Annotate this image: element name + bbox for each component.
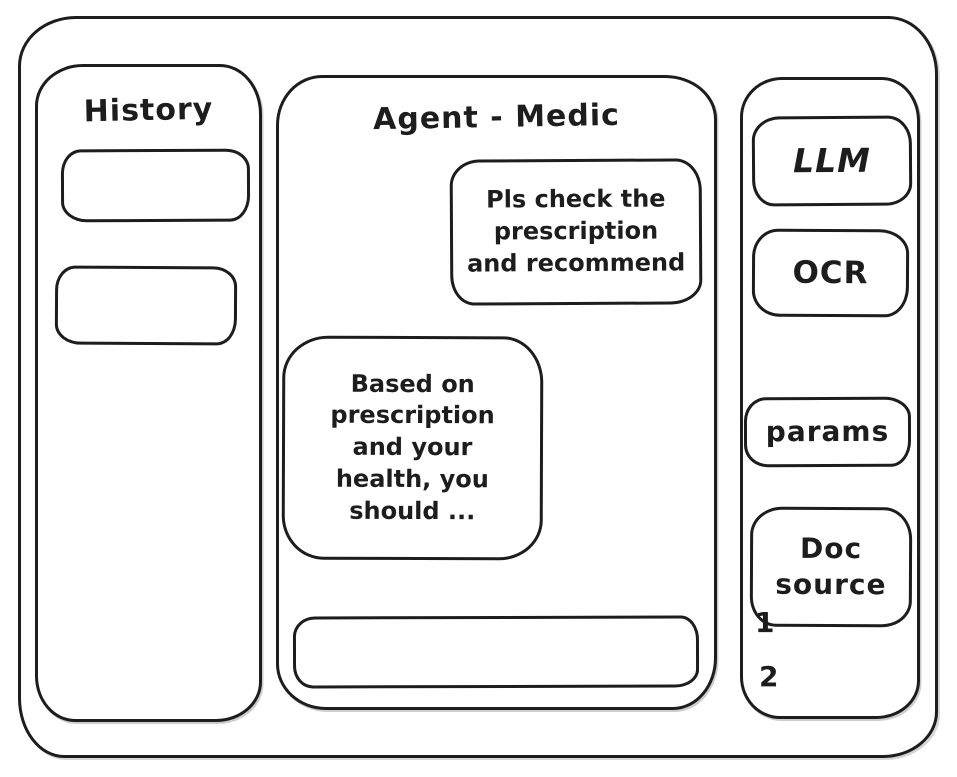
history-title: History [83, 91, 214, 130]
doc-source-item-1[interactable]: 1 [755, 606, 775, 639]
user-message-bubble: Pls check the prescription and recommend [449, 158, 703, 306]
chat-title: Agent - Medic [372, 97, 621, 138]
history-sidebar: History [35, 64, 262, 722]
app-window: History Agent - Medic Pls check the pres… [18, 16, 938, 758]
params-button[interactable]: params [743, 396, 912, 468]
message-input[interactable] [292, 615, 700, 689]
history-item[interactable] [60, 148, 251, 223]
doc-source-item-2[interactable]: 2 [759, 660, 779, 693]
chat-panel: Agent - Medic Pls check the prescription… [276, 75, 717, 710]
tools-sidebar: LLM OCR params Doc source 1 2 [740, 77, 920, 719]
history-item[interactable] [54, 265, 238, 346]
ocr-button[interactable]: OCR [751, 228, 910, 318]
agent-message-bubble: Based on prescription and your health, y… [281, 335, 544, 561]
llm-button[interactable]: LLM [751, 115, 913, 207]
